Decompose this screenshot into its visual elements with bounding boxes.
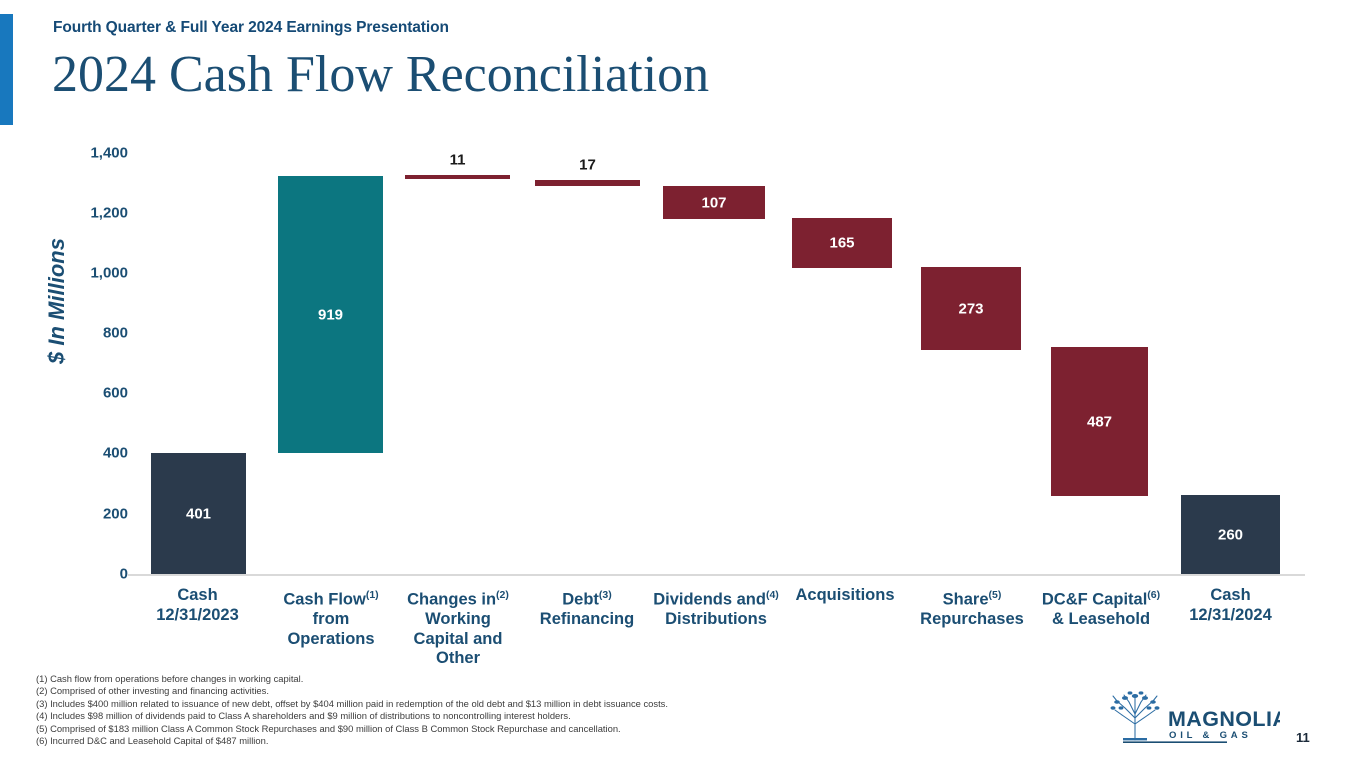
category-line-text: Cash (1210, 586, 1251, 604)
bar-value-label: 401 (185, 505, 212, 522)
y-tick-6: 200 (102, 505, 128, 523)
category-line: from (312, 610, 350, 628)
footnote-marker: (1) (365, 589, 379, 601)
bar-cash-flow-ops[interactable]: 919 (278, 176, 383, 453)
logo-wordmark: MAGNOLIA (1168, 707, 1280, 731)
category-line: Repurchases (920, 610, 1024, 628)
bar-cash-2024[interactable]: 260 (1181, 495, 1280, 574)
bar-dcf-capital[interactable]: 487 (1051, 347, 1148, 496)
category-line: Cash (1163, 586, 1298, 606)
footnote-3: (3) Includes $400 million related to iss… (36, 697, 668, 709)
category-line: Refinancing (539, 610, 635, 628)
category-line-text: Cash Flow (283, 590, 366, 609)
y-tick-5: 400 (102, 444, 128, 462)
footnote-marker: (4) (765, 589, 779, 601)
category-line: Changes in(2) (388, 586, 528, 610)
category-line: Share(5) (903, 586, 1041, 610)
category-line-text: Cash (177, 586, 218, 604)
page-number: 11 (1296, 730, 1310, 745)
y-tick-1: 1,200 (90, 204, 128, 222)
y-tick-2: 1,000 (90, 264, 128, 282)
footnote-marker: (3) (598, 589, 612, 601)
category-line-text: Dividends and (653, 590, 766, 609)
cat-share-repurchases: Share(5)Repurchases (903, 586, 1041, 630)
footnote-marker: (2) (496, 589, 509, 601)
cat-dividends: Dividends and(4)Distributions (645, 586, 787, 630)
bar-dividends[interactable]: 107 (663, 186, 765, 219)
category-line: Debt(3) (518, 586, 656, 610)
category-line: Cash Flow(1) (262, 586, 400, 610)
magnolia-oil-and-gas-logo: MAGNOLIA OIL & GAS (1105, 688, 1280, 746)
category-line: Distributions (665, 610, 767, 628)
bar-value-label: 273 (958, 300, 984, 317)
category-line: Dividends and(4) (645, 586, 787, 610)
footnote-2: (2) Comprised of other investing and fin… (36, 685, 269, 697)
bar-value-label: 17 (579, 156, 596, 174)
footnote-4: (4) Includes $98 million of dividends pa… (36, 710, 571, 722)
y-tick-0: 1,400 (90, 144, 128, 162)
bar-value-label: 165 (829, 234, 855, 252)
category-line-text: Share (942, 590, 989, 609)
bar-value-label: 919 (317, 306, 344, 323)
category-line: Working (425, 610, 491, 628)
bar-working-capital[interactable]: 11 (405, 152, 510, 179)
bar-value-label: 11 (449, 151, 466, 169)
category-line: Operations (287, 629, 375, 648)
bar-debt-refinancing[interactable]: 17 (535, 157, 640, 186)
accent-bar (0, 14, 13, 125)
bar-acquisitions[interactable]: 165 (792, 218, 892, 268)
footnote-5: (5) Comprised of $183 million Class A Co… (36, 722, 621, 734)
footnote-6: (6) Incurred D&C and Leasehold Capital o… (36, 735, 269, 747)
y-tick-7: 0 (119, 565, 128, 583)
category-line: 12/31/2024 (1189, 605, 1272, 624)
category-line: Acquisitions (780, 586, 910, 606)
category-line-text: Acquisitions (795, 586, 895, 604)
category-line: Cash (130, 586, 265, 606)
footnote-marker: (5) (988, 589, 1002, 601)
category-line: Other (435, 649, 480, 667)
bar-share-repurchases[interactable]: 273 (921, 267, 1021, 350)
footnotes: (1) Cash flow from operations before cha… (36, 673, 668, 747)
bar-value-label: 260 (1217, 526, 1244, 543)
category-line: Capital and (413, 629, 503, 648)
category-line: DC&F Capital(6) (1030, 586, 1172, 610)
footnote-1: (1) Cash flow from operations before cha… (36, 673, 304, 684)
category-line: 12/31/2023 (156, 605, 239, 624)
cat-dcf-capital: DC&F Capital(6)& Leasehold (1030, 586, 1172, 630)
cat-acquisitions: Acquisitions (780, 586, 910, 606)
bar-value-label: 107 (701, 194, 727, 211)
y-tick-3: 800 (102, 324, 128, 342)
page-title: 2024 Cash Flow Reconciliation (52, 46, 710, 103)
footnote-marker: (6) (1147, 589, 1161, 601)
y-axis-ticks: 1,400 1,200 1,000 800 600 400 200 0 (50, 0, 128, 768)
cat-debt-refinancing: Debt(3)Refinancing (518, 586, 656, 630)
category-line: & Leasehold (1051, 610, 1151, 628)
logo-tagline: OIL & GAS (1169, 730, 1252, 741)
presentation-subtitle: Fourth Quarter & Full Year 2024 Earnings… (53, 19, 449, 36)
category-line-text: Debt (562, 590, 599, 609)
x-axis-baseline (128, 574, 1305, 576)
bar-cash-2023[interactable]: 401 (151, 453, 246, 574)
bar-value-label: 487 (1086, 413, 1113, 430)
category-line-text: DC&F Capital (1041, 590, 1148, 609)
y-tick-4: 600 (102, 384, 128, 402)
category-line-text: Changes in (407, 590, 497, 609)
